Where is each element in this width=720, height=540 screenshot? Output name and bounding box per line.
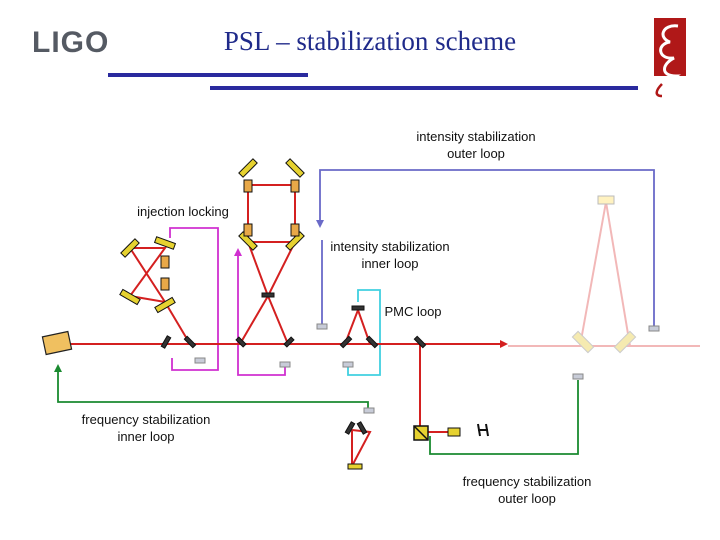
isolator bbox=[477, 423, 489, 437]
frequency-inner-loop bbox=[57, 370, 369, 410]
intensity-outer-label-line2: outer loop bbox=[447, 146, 505, 161]
pmc-loop bbox=[347, 289, 381, 376]
laser-source bbox=[41, 330, 73, 356]
title-underline-left bbox=[108, 73, 308, 77]
title-underline-right bbox=[210, 86, 638, 90]
caltech-logo bbox=[652, 18, 686, 98]
injection-arrowhead bbox=[234, 248, 242, 256]
frequency-inner-label-line2: inner loop bbox=[117, 429, 175, 444]
injection-locking-label: injection locking bbox=[137, 204, 229, 219]
detector-faint bbox=[597, 195, 615, 205]
mirrors bbox=[119, 158, 637, 470]
frequency-outer-label: frequency stabilization outer loop bbox=[447, 473, 607, 507]
intensity-outer-loop bbox=[319, 169, 655, 326]
page-title: PSL – stabilization scheme bbox=[223, 26, 517, 56]
frequency-inner-arrowhead bbox=[54, 364, 62, 372]
modulator bbox=[447, 427, 461, 437]
injection-loop-right bbox=[237, 254, 286, 376]
ligo-logo: LIGO bbox=[32, 26, 110, 59]
intensity-inner-label-line1: intensity stabilization bbox=[330, 239, 450, 254]
photodetectors bbox=[194, 323, 660, 414]
beam-arrowhead bbox=[500, 340, 508, 348]
intensity-inner-label: intensity stabilization inner loop bbox=[310, 238, 470, 272]
pmc-loop-label: PMC loop bbox=[384, 304, 442, 319]
intensity-outer-arrowhead bbox=[316, 220, 324, 228]
beam-splitter-diagonal bbox=[413, 425, 429, 441]
frequency-inner-label-line1: frequency stabilization bbox=[81, 412, 211, 427]
small-optics bbox=[160, 179, 300, 291]
injection-loop-left bbox=[169, 227, 219, 371]
intensity-outer-label-line1: intensity stabilization bbox=[416, 129, 536, 144]
intensity-inner-label-line2: inner loop bbox=[361, 256, 419, 271]
faint-beam-section bbox=[508, 201, 700, 347]
frequency-outer-label-line2: outer loop bbox=[498, 491, 556, 506]
intensity-outer-label: intensity stabilization outer loop bbox=[396, 128, 556, 162]
frequency-outer-loop bbox=[429, 380, 579, 455]
frequency-inner-label: frequency stabilization inner loop bbox=[66, 411, 226, 445]
frequency-outer-label-line1: frequency stabilization bbox=[462, 474, 592, 489]
